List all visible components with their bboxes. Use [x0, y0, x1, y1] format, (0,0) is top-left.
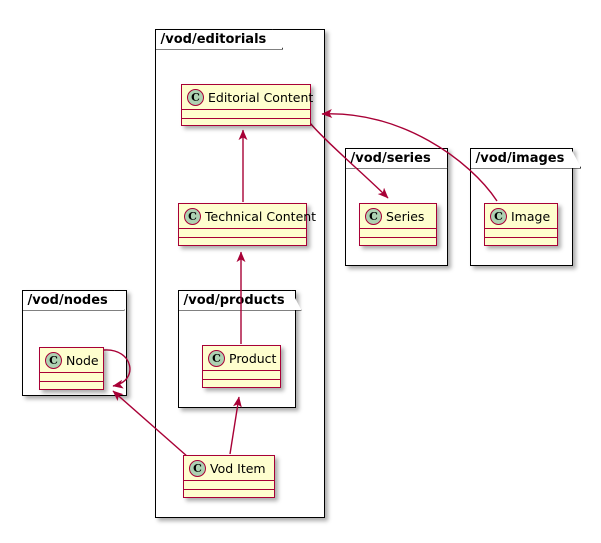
- class-attributes-compartment: [360, 229, 436, 238]
- class-header: C Vod Item: [184, 456, 274, 481]
- class-stereotype-icon: C: [365, 207, 382, 225]
- class-stereotype-icon: C: [189, 459, 206, 477]
- package-title: /vod/images: [475, 150, 565, 166]
- class-methods-compartment: [182, 119, 310, 126]
- class-editorial-content[interactable]: C Editorial Content: [181, 84, 314, 126]
- class-name-label: Series: [386, 208, 425, 224]
- class-stereotype-icon: C: [490, 207, 507, 225]
- class-name-label: Editorial Content: [208, 89, 314, 105]
- class-methods-compartment: [485, 238, 557, 245]
- class-methods-compartment: [184, 490, 274, 497]
- package-label-vod-nodes: /vod/nodes: [22, 290, 125, 311]
- class-stereotype-icon: C: [184, 207, 201, 225]
- class-attributes-compartment: [40, 373, 103, 382]
- class-attributes-compartment: [182, 110, 310, 119]
- class-methods-compartment: [179, 238, 306, 245]
- class-vod-item[interactable]: C Vod Item: [183, 455, 275, 498]
- class-name-label: Vod Item: [210, 460, 266, 476]
- package-title: /vod/nodes: [27, 292, 108, 308]
- class-series[interactable]: C Series: [359, 203, 437, 246]
- class-image[interactable]: C Image: [484, 203, 558, 246]
- class-node[interactable]: C Node: [39, 347, 104, 390]
- package-title: /vod/editorials: [160, 31, 267, 47]
- class-product[interactable]: C Product: [202, 345, 281, 388]
- class-stereotype-icon: C: [45, 351, 62, 369]
- class-technical-content[interactable]: C Technical Content: [178, 203, 316, 246]
- class-attributes-compartment: [485, 229, 557, 238]
- class-attributes-compartment: [203, 371, 280, 380]
- class-methods-compartment: [203, 380, 280, 387]
- class-name-label: Technical Content: [205, 208, 317, 224]
- package-label-vod-editorials: /vod/editorials: [155, 29, 284, 50]
- package-title: /vod/series: [350, 150, 431, 166]
- package-title: /vod/products: [183, 292, 285, 308]
- class-header: C Series: [360, 204, 436, 229]
- class-stereotype-icon: C: [208, 349, 225, 367]
- class-stereotype-icon: C: [187, 88, 204, 106]
- class-header: C Product: [203, 346, 280, 371]
- class-header: C Technical Content: [179, 204, 316, 229]
- class-methods-compartment: [40, 382, 103, 389]
- class-name-label: Image: [511, 208, 551, 224]
- class-header: C Image: [485, 204, 557, 229]
- class-attributes-compartment: [179, 229, 306, 238]
- class-header: C Node: [40, 348, 103, 373]
- package-label-vod-series: /vod/series: [345, 148, 448, 169]
- package-label-vod-images: /vod/images: [470, 148, 582, 169]
- class-methods-compartment: [360, 238, 436, 245]
- class-name-label: Node: [66, 352, 99, 368]
- class-header: C Editorial Content: [182, 85, 314, 110]
- package-label-vod-products: /vod/products: [178, 290, 302, 311]
- class-name-label: Product: [229, 350, 277, 366]
- class-attributes-compartment: [184, 481, 274, 490]
